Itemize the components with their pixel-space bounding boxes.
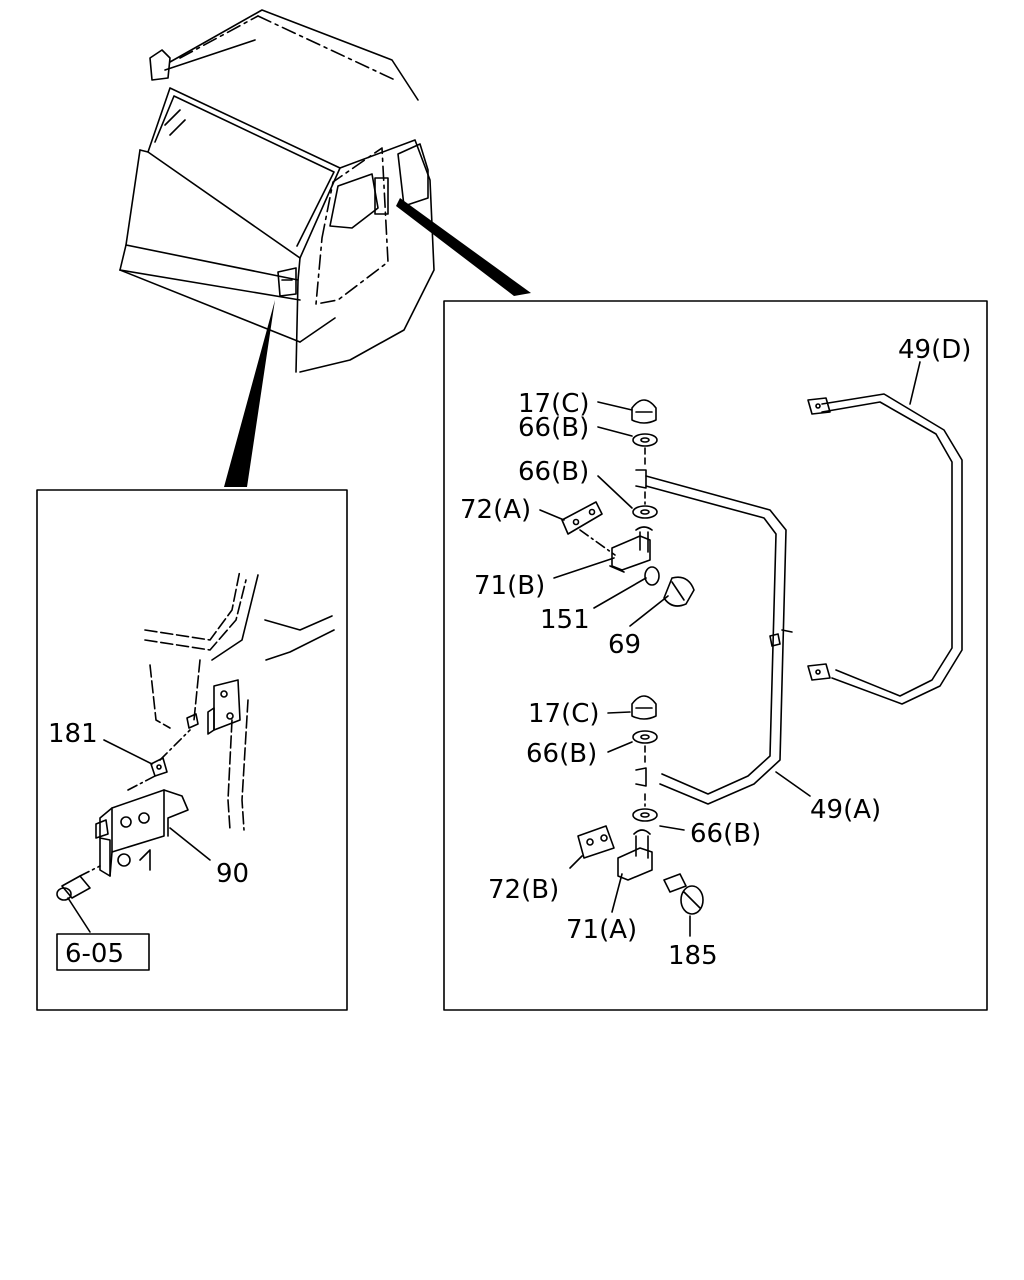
label-71a[interactable]: 71(A) (566, 915, 637, 945)
label-72a[interactable]: 72(A) (460, 495, 531, 525)
label-17c-top[interactable]: 17(C) (518, 389, 590, 419)
label-66b-1[interactable]: 66(B) (518, 413, 589, 443)
label-49d[interactable]: 49(D) (898, 335, 971, 365)
left-panel-leaders (67, 739, 211, 933)
right-panel-leaders (539, 361, 921, 937)
left-panel-body-outline (144, 569, 335, 831)
left-detail-panel (36, 489, 348, 1011)
bottom-hardware-stack (577, 695, 704, 915)
part-49a-grab-bar (635, 469, 793, 805)
part-49d-grab-bar (807, 393, 963, 705)
label-181[interactable]: 181 (48, 719, 98, 749)
top-hardware-stack (561, 399, 695, 607)
label-151[interactable]: 151 (540, 605, 590, 635)
label-17c-bot[interactable]: 17(C) (528, 699, 600, 729)
label-49a[interactable]: 49(A) (810, 795, 881, 825)
part-90-bracket (95, 789, 189, 877)
label-66b-3[interactable]: 66(B) (526, 739, 597, 769)
right-detail-panel (443, 300, 988, 1011)
assembly-line-90 (127, 775, 156, 791)
callout-labels: 17(C) 66(B) 66(B) 72(A) 71(B) 151 69 49(… (48, 335, 971, 971)
label-66b-4[interactable]: 66(B) (690, 819, 761, 849)
label-71b[interactable]: 71(B) (474, 571, 545, 601)
hinge-plate (207, 679, 241, 735)
part-181-plate (150, 713, 199, 777)
label-90[interactable]: 90 (216, 859, 249, 889)
label-72b[interactable]: 72(B) (488, 875, 559, 905)
label-66b-2[interactable]: 66(B) (518, 457, 589, 487)
assembly-line-181 (159, 729, 191, 761)
ref-box-6-05[interactable] (56, 933, 150, 971)
bolt-6-05 (56, 865, 101, 901)
label-185[interactable]: 185 (668, 941, 718, 971)
ref-box-label[interactable]: 6-05 (65, 939, 124, 969)
truck-cab-illustration (119, 9, 435, 373)
label-69[interactable]: 69 (608, 630, 641, 660)
detail-pointers (224, 198, 531, 487)
